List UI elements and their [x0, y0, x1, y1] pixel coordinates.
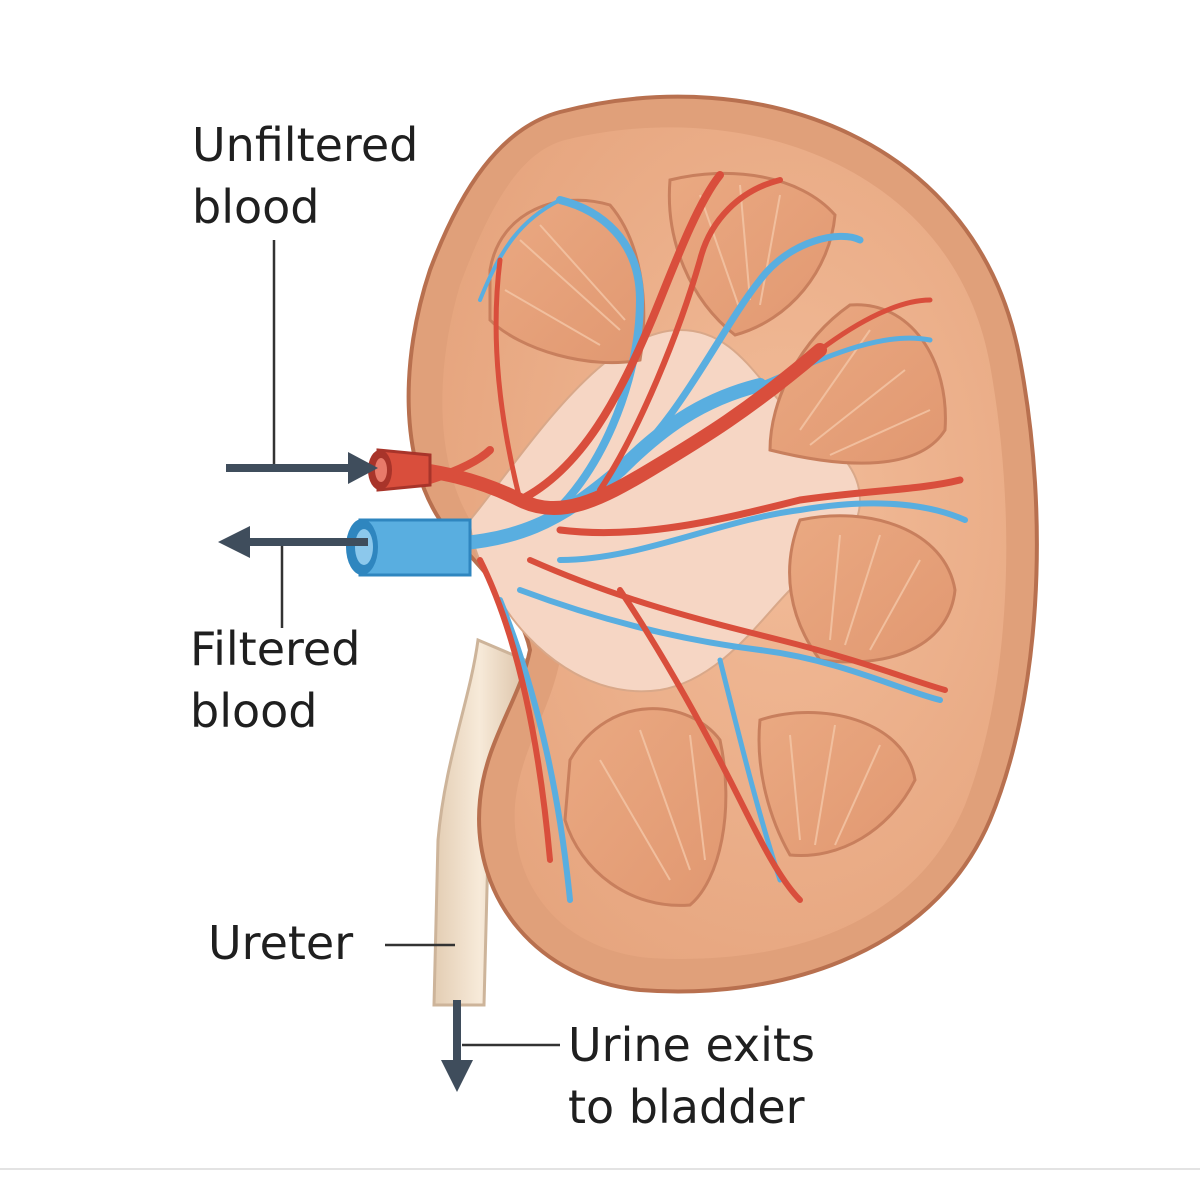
renal-artery-opening [368, 448, 432, 492]
label-filtered-blood: Filtered blood [190, 618, 360, 742]
arrow-down-icon [441, 1000, 473, 1092]
renal-arteries [373, 171, 964, 903]
label-urine-line2: to bladder [568, 1080, 805, 1134]
label-ureter-text: Ureter [208, 916, 354, 970]
renal-vein-opening [346, 518, 472, 577]
label-filtered-line2: blood [190, 684, 318, 738]
pyramid-striations [504, 184, 931, 881]
label-unfiltered-line2: blood [192, 180, 320, 234]
bottom-divider [0, 1168, 1200, 1170]
label-urine-line1: Urine exits [568, 1018, 815, 1072]
pyramid-2 [667, 171, 837, 337]
label-unfiltered-line1: Unfiltered [192, 118, 419, 172]
renal-veins [413, 196, 968, 903]
label-unfiltered-blood: Unfiltered blood [192, 114, 418, 238]
label-ureter: Ureter [208, 912, 353, 974]
arrow-right-icon [226, 452, 378, 484]
leader-lines [272, 240, 560, 1047]
label-urine-exits: Urine exits to bladder [568, 1014, 815, 1138]
arrow-left-icon [218, 526, 368, 558]
label-filtered-line1: Filtered [190, 622, 361, 676]
